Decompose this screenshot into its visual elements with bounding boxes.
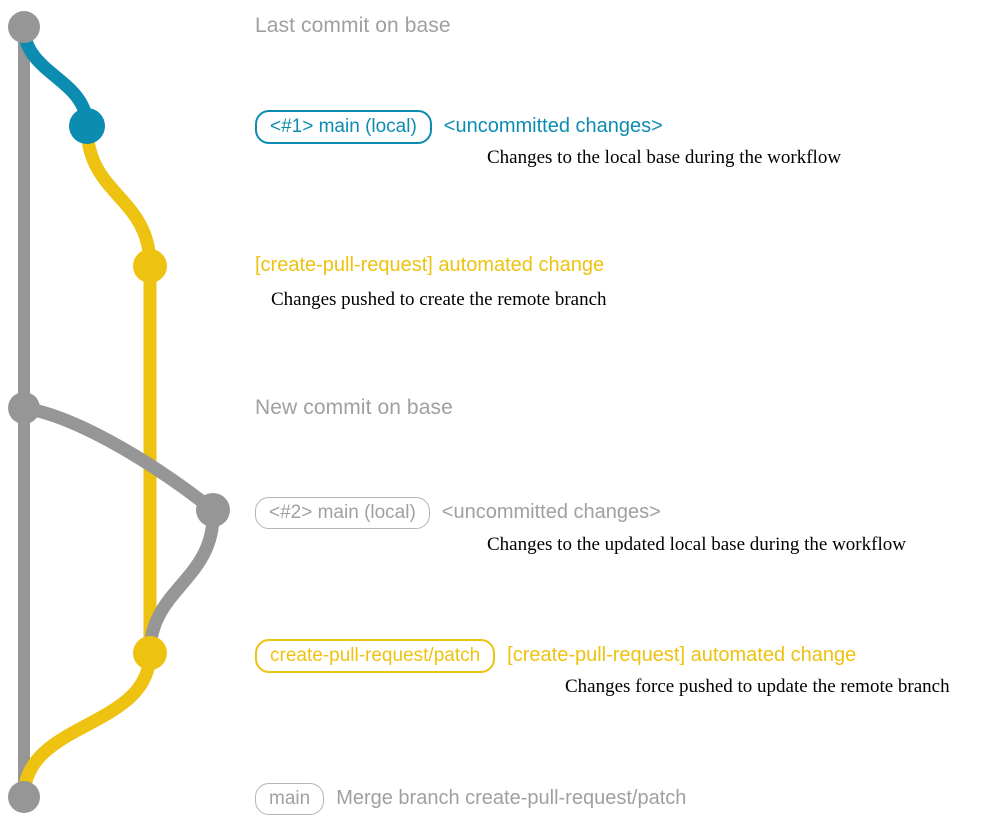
branch-badge-create-pull-request-patch[interactable]: create-pull-request/patch [255, 639, 496, 673]
commit-row-merge-commit: main Merge branch create-pull-request/pa… [255, 783, 686, 815]
branch-badge-main-local-2[interactable]: <#2> main (local) [255, 497, 430, 529]
commit-subject: Merge branch create-pull-request/patch [336, 787, 687, 809]
commit-subject: <uncommitted changes> [441, 501, 661, 523]
edge-base-to-local-2 [17, 401, 220, 517]
commit-row-last-commit-on-base: Last commit on base [255, 15, 451, 36]
commit-node-new-commit-on-base[interactable] [8, 392, 40, 424]
edge-automated-update-to-merge [17, 646, 157, 804]
commit-subject: New commit on base [255, 396, 453, 419]
commit-row-local-uncommitted-2: <#2> main (local) <uncommitted changes> [255, 497, 661, 529]
commit-description-automated-change-update: Changes force pushed to update the remot… [565, 676, 950, 697]
branch-badge-main-local-1[interactable]: <#1> main (local) [255, 110, 432, 144]
commit-description-local-uncommitted-2: Changes to the updated local base during… [487, 534, 906, 555]
commit-row-new-commit-on-base: New commit on base [255, 397, 453, 418]
edge-local-1-to-automated-create [80, 119, 157, 273]
commit-row-automated-change-create: [create-pull-request] automated change [255, 255, 604, 275]
commit-description-automated-change-create: Changes pushed to create the remote bran… [271, 289, 607, 310]
commit-subject: [create-pull-request] automated change [507, 644, 857, 666]
commit-description-local-uncommitted-1: Changes to the local base during the wor… [487, 147, 842, 168]
commit-node-automated-change-update[interactable] [133, 636, 167, 670]
commit-subject: Last commit on base [255, 14, 451, 37]
commit-row-local-uncommitted-1: <#1> main (local) <uncommitted changes> [255, 110, 663, 144]
commit-node-local-uncommitted-1[interactable] [69, 108, 105, 144]
commit-node-merge-commit[interactable] [8, 781, 40, 813]
branch-badge-main[interactable]: main [255, 783, 325, 815]
commit-node-last-commit-on-base[interactable] [8, 11, 40, 43]
commit-subject: <uncommitted changes> [443, 115, 663, 137]
edge-local-2-to-automated-update [143, 503, 220, 660]
commit-subject: [create-pull-request] automated change [255, 254, 605, 276]
commit-node-local-uncommitted-2[interactable] [196, 493, 230, 527]
commit-node-automated-change-create[interactable] [133, 249, 167, 283]
commit-row-automated-change-update: create-pull-request/patch [create-pull-r… [255, 639, 856, 673]
